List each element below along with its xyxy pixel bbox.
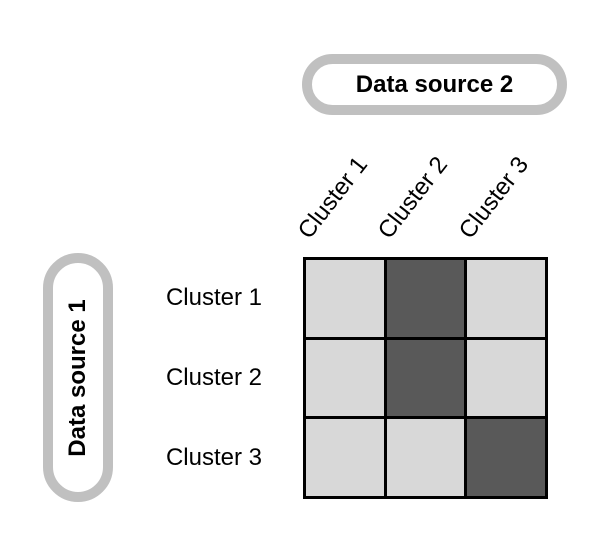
data-source-1-pill: Data source 1 <box>43 253 113 502</box>
matrix-cell-r1c1 <box>386 339 465 417</box>
column-header-cluster-1: Cluster 1 <box>292 151 374 244</box>
matrix-grid <box>303 257 548 499</box>
row-label-cluster-3: Cluster 3 <box>165 444 262 471</box>
data-source-2-label: Data source 2 <box>355 70 514 98</box>
column-header-cluster-2: Cluster 2 <box>372 151 454 244</box>
data-source-1-label: Data source 1 <box>64 298 91 457</box>
data-source-2-pill: Data source 2 <box>302 54 567 115</box>
matrix-cell-r2c1 <box>386 419 465 496</box>
column-header-cluster-3: Cluster 3 <box>453 151 535 244</box>
matrix-cell-r0c2 <box>467 260 545 337</box>
matrix-cell-r1c0 <box>306 339 384 417</box>
matrix-cell-r2c2 <box>467 419 545 496</box>
matrix-cell-r0c0 <box>306 260 384 337</box>
matrix-cell-r2c0 <box>306 419 384 496</box>
matrix-cell-r1c2 <box>467 339 545 417</box>
row-label-cluster-2: Cluster 2 <box>165 364 262 391</box>
row-label-cluster-1: Cluster 1 <box>165 284 262 311</box>
matrix-cell-r0c1 <box>386 260 465 337</box>
